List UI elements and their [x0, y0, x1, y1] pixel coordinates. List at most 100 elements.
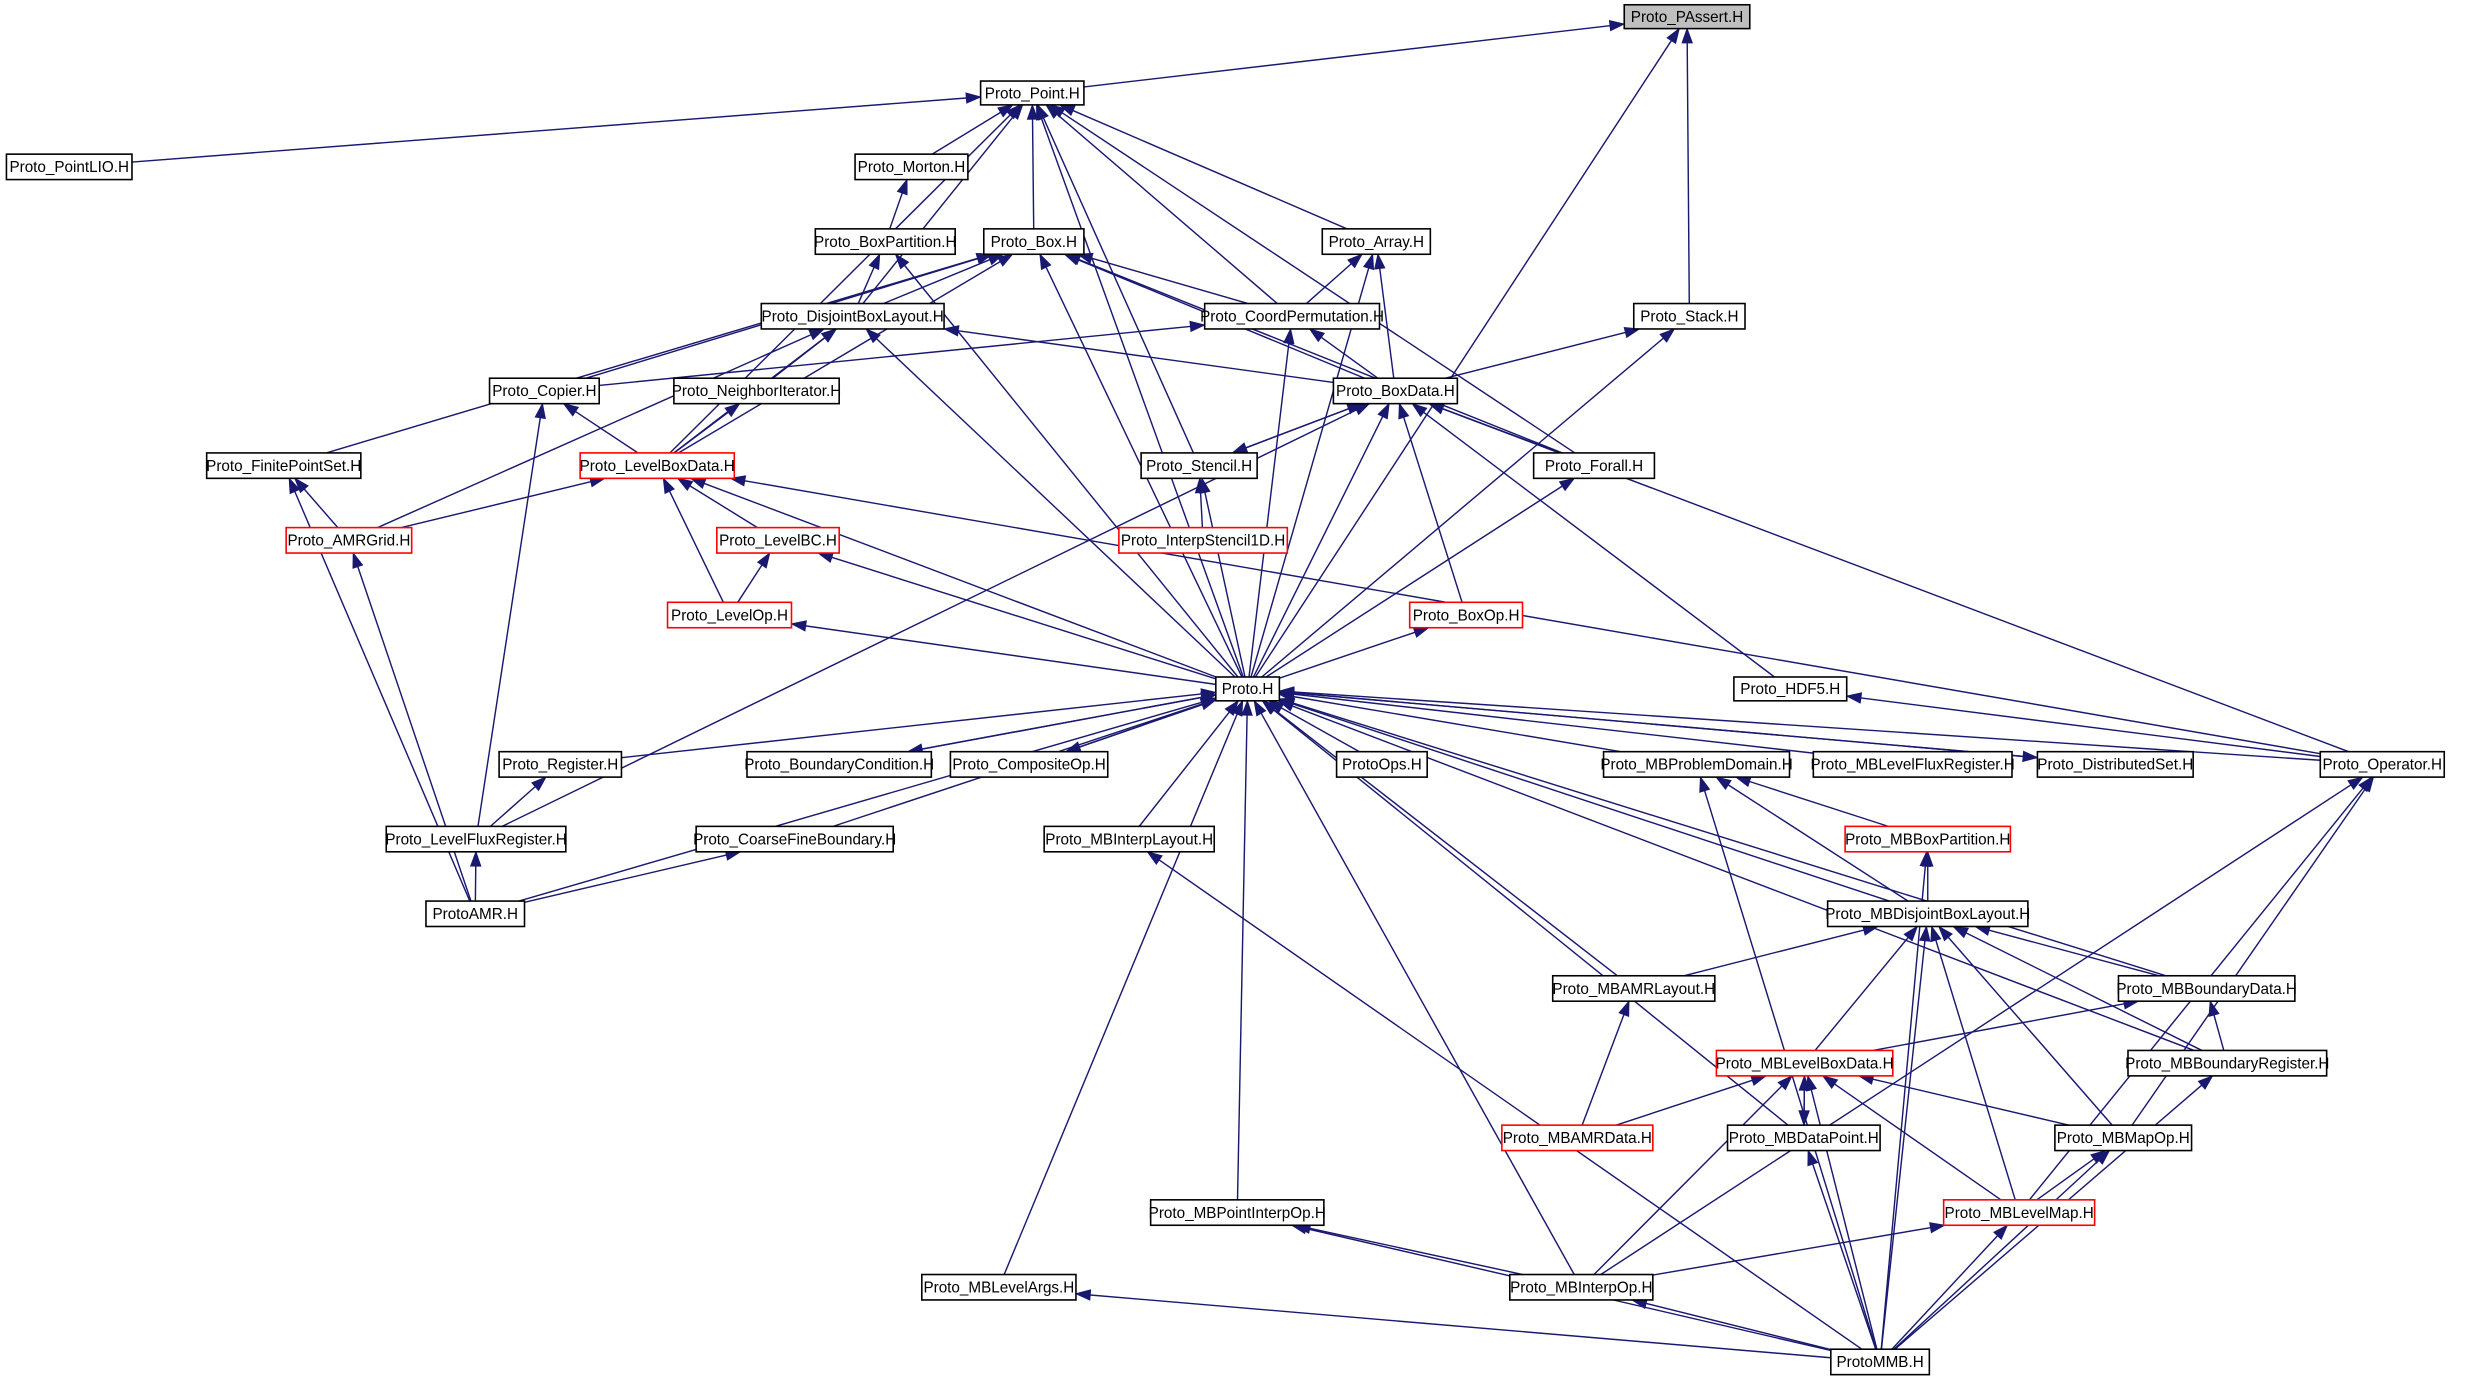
- node-ProtoOps[interactable]: ProtoOps.H: [1335, 750, 1428, 778]
- node-BoxOp[interactable]: Proto_BoxOp.H: [1408, 601, 1524, 629]
- node-MBLevelBoxData[interactable]: Proto_MBLevelBoxData.H: [1715, 1049, 1894, 1077]
- node-DisjointBoxLayout[interactable]: Proto_DisjointBoxLayout.H: [760, 302, 945, 330]
- edge-line: [1056, 113, 1278, 305]
- node-box: [1509, 1273, 1654, 1301]
- node-MBInterpLayout[interactable]: Proto_MBInterpLayout.H: [1043, 825, 1216, 853]
- node-MBLevelArgs[interactable]: Proto_MBLevelArgs.H: [921, 1273, 1077, 1301]
- edge-line: [1254, 40, 1672, 678]
- node-Proto[interactable]: Proto.H: [1215, 676, 1281, 702]
- edge-MBBoxPartition-to-MBProblemDomain: [1734, 776, 1889, 828]
- node-BoxPartition[interactable]: Proto_BoxPartition.H: [814, 228, 956, 256]
- edge-line: [477, 417, 541, 827]
- node-MBBoundaryData[interactable]: Proto_MBBoundaryData.H: [2116, 974, 2297, 1002]
- edge-line: [857, 267, 875, 304]
- arrowhead-icon: [1026, 103, 1039, 120]
- edge-BoxOp-to-BoxData: [1398, 402, 1463, 603]
- edge-ProtoAMR-to-CoarseFineBoundary: [524, 849, 742, 903]
- arrowhead-icon: [2094, 1149, 2111, 1165]
- node-ProtoAMR[interactable]: ProtoAMR.H: [425, 900, 526, 928]
- node-Array[interactable]: Proto_Array.H: [1321, 228, 1432, 256]
- node-MBProblemDomain[interactable]: Proto_MBProblemDomain.H: [1600, 750, 1793, 778]
- edge-MBAMRData-to-MBLevelBoxData: [1615, 1075, 1768, 1126]
- node-label: Proto_CoarseFineBoundary.H: [693, 831, 896, 848]
- node-Stencil[interactable]: Proto_Stencil.H: [1140, 452, 1258, 480]
- edge-Forall-to-Box: [1064, 253, 1563, 454]
- node-MBDataPoint[interactable]: Proto_MBDataPoint.H: [1726, 1124, 1881, 1152]
- edge-line: [377, 334, 812, 529]
- node-box: [673, 377, 840, 405]
- node-LevelFluxRegister[interactable]: Proto_LevelFluxRegister.H: [385, 825, 567, 853]
- node-ProtoMMB[interactable]: ProtoMMB.H: [1830, 1348, 1931, 1376]
- node-MBAMRLayout[interactable]: Proto_MBAMRLayout.H: [1551, 974, 1716, 1002]
- arrowhead-icon: [689, 477, 707, 489]
- node-label: Proto_Point.H: [985, 85, 1080, 102]
- node-HDF5[interactable]: Proto_HDF5.H: [1733, 676, 1848, 702]
- node-BoxData[interactable]: Proto_BoxData.H: [1332, 377, 1459, 405]
- node-Register[interactable]: Proto_Register.H: [498, 750, 623, 778]
- node-MBPointInterpOp[interactable]: Proto_MBPointInterpOp.H: [1149, 1199, 1326, 1227]
- node-FinitePointSet[interactable]: Proto_FinitePointSet.H: [205, 452, 362, 480]
- arrowhead-icon: [676, 477, 694, 492]
- node-label: Proto_DisjointBoxLayout.H: [762, 309, 944, 326]
- node-label: Proto_Stack.H: [1640, 309, 1738, 326]
- node-DistributedSet[interactable]: Proto_DistributedSet.H: [2036, 750, 2194, 778]
- edge-Proto-to-CoordPermutation: [1248, 327, 1295, 678]
- node-MBBoxPartition[interactable]: Proto_MBBoxPartition.H: [1844, 825, 2012, 853]
- edge-Copier-to-CoordPermutation: [599, 320, 1207, 387]
- node-NeighborIterator[interactable]: Proto_NeighborIterator.H: [672, 377, 842, 405]
- node-MBAMRData[interactable]: Proto_MBAMRData.H: [1501, 1124, 1654, 1152]
- edge-line: [1292, 702, 2167, 977]
- node-Copier[interactable]: Proto_Copier.H: [488, 377, 600, 405]
- node-box: [2054, 1124, 2193, 1152]
- edge-line: [1273, 709, 1789, 1126]
- edge-MBLevelMap-to-MBMapOp: [2036, 1149, 2107, 1201]
- node-Point[interactable]: Proto_Point.H: [979, 80, 1085, 106]
- edge-line: [1581, 1014, 1625, 1126]
- edge-Proto-to-BoxData: [1252, 402, 1390, 678]
- node-PointLIO[interactable]: Proto_PointLIO.H: [5, 153, 133, 181]
- node-MBDisjointBoxLayout[interactable]: Proto_MBDisjointBoxLayout.H: [1825, 900, 2030, 928]
- node-label: Proto_LevelBC.H: [719, 533, 837, 550]
- node-InterpStencil1D[interactable]: Proto_InterpStencil1D.H: [1118, 526, 1289, 554]
- node-LevelOp[interactable]: Proto_LevelOp.H: [666, 601, 793, 629]
- node-Box[interactable]: Proto_Box.H: [982, 228, 1085, 256]
- node-MBBoundaryRegister[interactable]: Proto_MBBoundaryRegister.H: [2125, 1049, 2329, 1077]
- node-AMRGrid[interactable]: Proto_AMRGrid.H: [285, 526, 413, 554]
- edge-line: [518, 701, 1203, 902]
- node-CoordPermutation[interactable]: Proto_CoordPermutation.H: [1200, 302, 1384, 330]
- node-box: [1715, 1049, 1894, 1077]
- node-Stack[interactable]: Proto_Stack.H: [1632, 302, 1746, 330]
- node-MBMapOp[interactable]: Proto_MBMapOp.H: [2054, 1124, 2193, 1152]
- node-BoundaryCondition[interactable]: Proto_BoundaryCondition.H: [744, 750, 934, 778]
- node-LevelBoxData[interactable]: Proto_LevelBoxData.H: [579, 452, 736, 480]
- edge-line: [1138, 711, 1230, 827]
- node-LevelBC[interactable]: Proto_LevelBC.H: [716, 526, 840, 554]
- arrowhead-icon: [1241, 699, 1253, 716]
- node-MBLevelFluxRegister[interactable]: Proto_MBLevelFluxRegister.H: [1811, 750, 2015, 778]
- node-label: Proto_Forall.H: [1545, 458, 1643, 475]
- node-Operator[interactable]: Proto_Operator.H: [2319, 750, 2446, 778]
- node-MBLevelMap[interactable]: Proto_MBLevelMap.H: [1942, 1199, 2096, 1227]
- node-label: Proto_Box.H: [991, 234, 1077, 251]
- arrowhead-icon: [1261, 699, 1279, 715]
- edge-Operator-to-LevelBoxData: [729, 475, 2321, 755]
- node-Forall[interactable]: Proto_Forall.H: [1532, 452, 1656, 480]
- node-label: Proto.H: [1222, 681, 1274, 698]
- node-box: [746, 750, 933, 778]
- node-label: Proto_InterpStencil1D.H: [1121, 533, 1285, 550]
- node-PAssert[interactable]: Proto_PAssert.H: [1623, 3, 1751, 30]
- edge-MBLevelMap-to-MBLevelBoxData: [1821, 1075, 2002, 1201]
- node-box: [1942, 1199, 2096, 1227]
- arrowhead-icon: [1821, 1075, 1839, 1090]
- nodes-layer: Proto_PAssert.H Proto_Point.H Proto_PointL…: [5, 3, 2446, 1376]
- edge-line: [1199, 492, 1204, 528]
- node-Morton[interactable]: Proto_Morton.H: [854, 153, 969, 181]
- edge-Proto-to-Stack: [1261, 328, 1676, 678]
- node-label: Proto_MBLevelArgs.H: [923, 1280, 1074, 1297]
- edge-MBBoundaryRegister-to-MBBoundaryData: [2208, 999, 2225, 1051]
- edge-line: [1893, 1159, 2100, 1350]
- edge-Proto-to-BoxPartition: [894, 253, 1239, 678]
- node-CoarseFineBoundary[interactable]: Proto_CoarseFineBoundary.H: [693, 825, 896, 853]
- node-MBInterpOp[interactable]: Proto_MBInterpOp.H: [1509, 1273, 1654, 1301]
- node-CompositeOp[interactable]: Proto_CompositeOp.H: [949, 750, 1109, 778]
